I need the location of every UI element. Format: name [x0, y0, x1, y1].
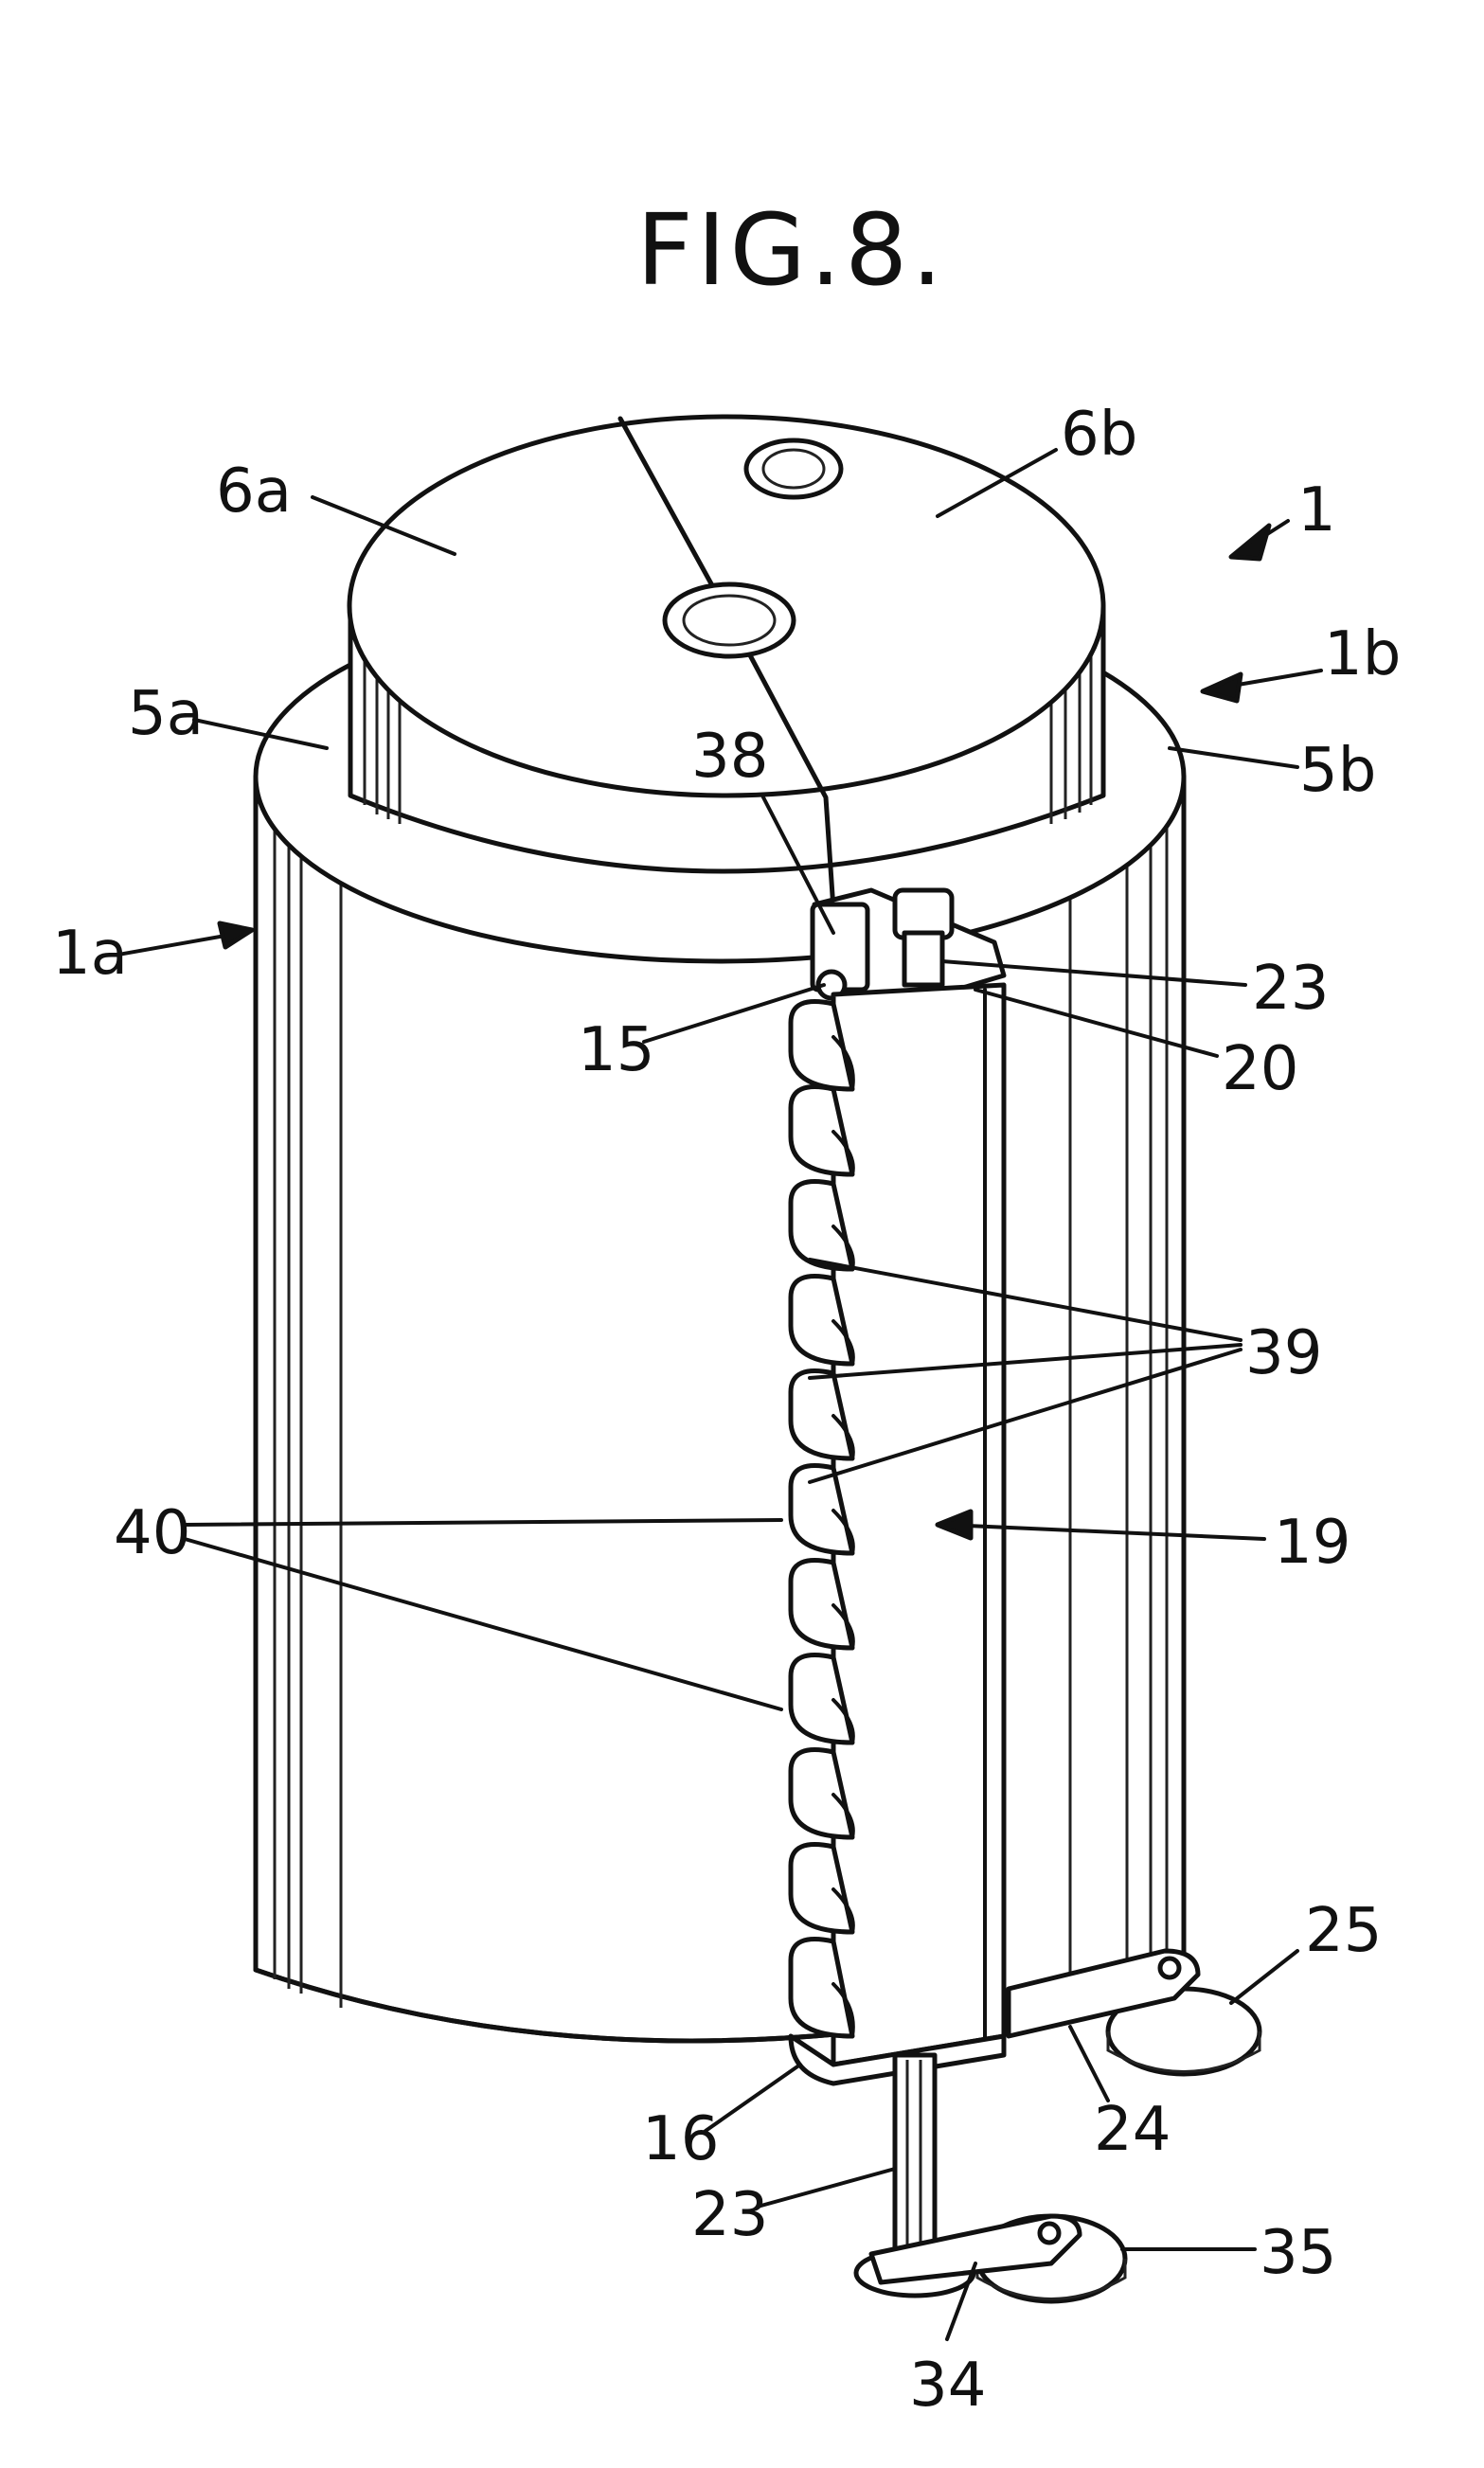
- label-25: 25: [1305, 1896, 1382, 1966]
- label-20: 20: [1222, 1034, 1298, 1104]
- label-24: 24: [1094, 2095, 1171, 2165]
- label-40: 40: [114, 1498, 190, 1568]
- label-15: 15: [578, 1015, 654, 1085]
- label-23-bottom: 23: [691, 2180, 768, 2250]
- label-19: 19: [1274, 1508, 1350, 1578]
- hinge-assembly: [788, 887, 1007, 2086]
- top-hole-icon: [743, 438, 844, 500]
- leader-lines: [116, 448, 1323, 2341]
- label-6b: 6b: [1061, 400, 1137, 470]
- label-6a: 6a: [216, 456, 292, 527]
- figure-title: FIG.8.: [636, 192, 946, 308]
- label-35: 35: [1260, 2218, 1336, 2288]
- label-5a: 5a: [128, 679, 204, 749]
- label-16: 16: [642, 2104, 719, 2174]
- label-39: 39: [1245, 1318, 1322, 1388]
- label-1b: 1b: [1324, 619, 1401, 689]
- label-5b: 5b: [1299, 736, 1376, 806]
- label-23-top: 23: [1252, 954, 1329, 1024]
- top-cap: [347, 414, 1106, 912]
- reference-labels: 1 1b 6a 6b 5a 5b 38 1a 23 15 20 39 40 19…: [52, 400, 1401, 2421]
- label-1: 1: [1297, 475, 1336, 545]
- label-38: 38: [691, 722, 768, 792]
- label-1a: 1a: [52, 919, 128, 989]
- label-34: 34: [909, 2351, 986, 2421]
- knuckles: [788, 999, 855, 2039]
- shaft-and-levers: [853, 1948, 1262, 2304]
